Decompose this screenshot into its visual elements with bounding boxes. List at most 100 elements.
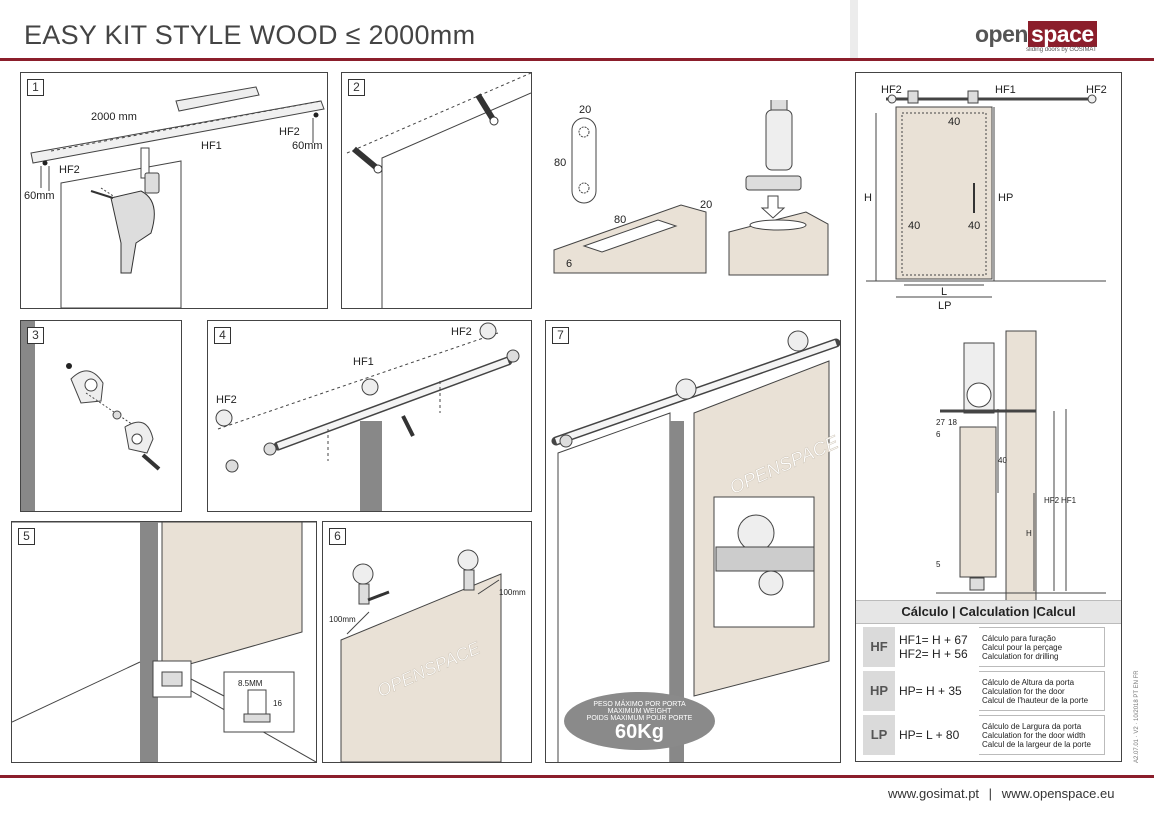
calc-notes: Cálculo de Altura da porta Calculation f…	[979, 671, 1105, 711]
calc-formula: HP= H + 35	[899, 671, 962, 711]
hf1-label: HF1	[201, 140, 222, 152]
calc-row-hp: HP HP= H + 35 Cálculo de Altura da porta…	[863, 671, 1107, 711]
step-number: 3	[27, 327, 44, 344]
calc-title: Cálculo | Calculation |Calcul	[901, 604, 1076, 619]
offset-right-label: 60mm	[292, 140, 323, 152]
calc-notes: Cálculo para furação Calcul pour la perç…	[979, 627, 1105, 667]
step-6-panel: 6 100mm 100mm OPENSPACE	[322, 521, 532, 763]
svg-text:8.5MM: 8.5MM	[238, 679, 263, 688]
step-6-illustration: 100mm 100mm OPENSPACE	[329, 549, 526, 762]
weight-value: 60Kg	[615, 721, 664, 743]
footer-rule	[0, 775, 1154, 778]
step-3-illustration	[21, 321, 161, 511]
svg-text:40: 40	[968, 220, 980, 232]
wall-section	[1005, 330, 1037, 602]
level-icon	[144, 172, 160, 194]
svg-text:HF2: HF2	[1086, 84, 1107, 96]
slot-plan	[571, 117, 597, 204]
step-number: 2	[348, 79, 365, 96]
end-stop-left	[225, 459, 239, 473]
footer-links: www.gosimat.pt | www.openspace.eu	[888, 786, 1114, 801]
svg-text:HF2: HF2	[1044, 496, 1060, 505]
step-7-panel: 7 OPENSPACE	[545, 320, 841, 763]
offset-right-label: 100mm	[499, 588, 526, 597]
calc-note: Cálculo para furação	[982, 633, 1056, 643]
calc-note: Calculation for the door	[982, 686, 1065, 696]
footer-link-gosimat[interactable]: www.gosimat.pt	[888, 786, 980, 801]
dimensions-panel: HF2 HF1 HF2 40 H HP 40 40 L LP 27 18 6 4…	[855, 72, 1122, 762]
weight-line-en: MAXIMUM WEIGHT	[607, 708, 672, 715]
calc-note: Calcul de la largeur de la porte	[982, 739, 1091, 749]
step-2-illustration	[346, 73, 531, 308]
svg-text:HP: HP	[998, 192, 1013, 204]
max-weight-badge: PESO MÁXIMO POR PORTA MAXIMUM WEIGHT POI…	[564, 692, 715, 750]
header-divider	[850, 0, 858, 58]
drill-icon	[110, 190, 155, 274]
svg-text:5: 5	[936, 560, 941, 569]
calc-code: HF	[863, 627, 895, 667]
offset-left-label: 100mm	[329, 615, 356, 624]
document-code: A2.07.01 · V2 · 10/2018 PT EN FR	[1134, 670, 1140, 763]
hf2-right-wheel	[479, 322, 497, 340]
calc-row-lp: LP HP= L + 80 Cálculo de Largura da port…	[863, 715, 1107, 755]
calc-note: Calculation for drilling	[982, 651, 1059, 661]
offset-left-label: 60mm	[24, 190, 55, 202]
screw-icon	[112, 410, 122, 420]
svg-text:20: 20	[579, 104, 591, 116]
door-leaf	[161, 522, 303, 673]
calc-formula-line: HF1= H + 67	[899, 633, 968, 647]
hf2-right-label: HF2	[451, 326, 472, 338]
calc-formula-line: HP= L + 80	[899, 728, 960, 742]
svg-text:18: 18	[948, 418, 957, 427]
hf2-left-label: HF2	[216, 394, 237, 406]
bracket-left-icon	[352, 146, 383, 174]
calc-note: Calculation for the door width	[982, 730, 1086, 740]
step-4-illustration: HF2 HF1 HF2	[215, 322, 520, 511]
length-label: 2000 mm	[91, 111, 137, 123]
roller-wheel-icon	[745, 100, 802, 191]
step-2-panel: 2	[341, 72, 532, 309]
svg-text:6: 6	[936, 430, 941, 439]
step-1-panel: 1 2000 mm HF1 HF2 HF2 60mm 60mm	[20, 72, 328, 309]
roller-left-icon	[352, 563, 374, 605]
svg-text:80: 80	[554, 157, 566, 169]
step-3-panel: 3	[20, 320, 182, 512]
door-slot-detail: 20 80 80 20 6	[546, 100, 846, 280]
step-number: 4	[214, 327, 231, 344]
brand-logo-space: space	[1027, 21, 1097, 47]
door-dimension-diagram: HF2 HF1 HF2 40 H HP 40 40 L LP 27 18 6 4…	[864, 84, 1107, 602]
calc-formula: HP= L + 80	[899, 715, 959, 755]
svg-text:LP: LP	[938, 300, 951, 312]
page-title: EASY KIT STYLE WOOD ≤ 2000mm	[24, 20, 476, 50]
arrow-down-icon	[760, 195, 786, 219]
calc-code: LP	[863, 715, 895, 755]
svg-text:L: L	[941, 286, 947, 298]
svg-text:HF2: HF2	[881, 84, 902, 96]
step-7-illustration: OPENSPACE	[551, 330, 840, 762]
svg-text:HF1: HF1	[995, 84, 1016, 96]
roller-right-icon	[787, 330, 809, 352]
svg-text:27: 27	[936, 418, 945, 427]
door-elevation	[895, 106, 993, 280]
hf2-left-label: HF2	[59, 164, 80, 176]
svg-text:80: 80	[614, 214, 626, 226]
svg-text:H: H	[864, 192, 872, 204]
step-number: 5	[18, 528, 35, 545]
hf2-right-label: HF2	[279, 126, 300, 138]
calc-note: Cálculo de Altura da porta	[982, 677, 1075, 687]
brand-logo-open: open	[975, 21, 1028, 47]
step-number: 7	[552, 327, 569, 344]
weight-line-pt: PESO MÁXIMO POR PORTA	[593, 701, 686, 708]
calc-note: Calcul de l'hauteur de la porte	[982, 695, 1089, 705]
hf1-label: HF1	[353, 356, 374, 368]
footer-link-openspace[interactable]: www.openspace.eu	[1001, 786, 1115, 801]
calc-formula-line: HP= H + 35	[899, 684, 962, 698]
door-section	[959, 426, 997, 578]
footer-separator: |	[988, 786, 993, 801]
step-4-panel: 4 HF2 HF1 HF2	[207, 320, 532, 512]
calc-formula-line: HF2= H + 56	[899, 647, 968, 661]
header-rule	[0, 58, 1154, 61]
svg-text:20: 20	[700, 199, 712, 211]
end-stop-right	[506, 349, 520, 363]
